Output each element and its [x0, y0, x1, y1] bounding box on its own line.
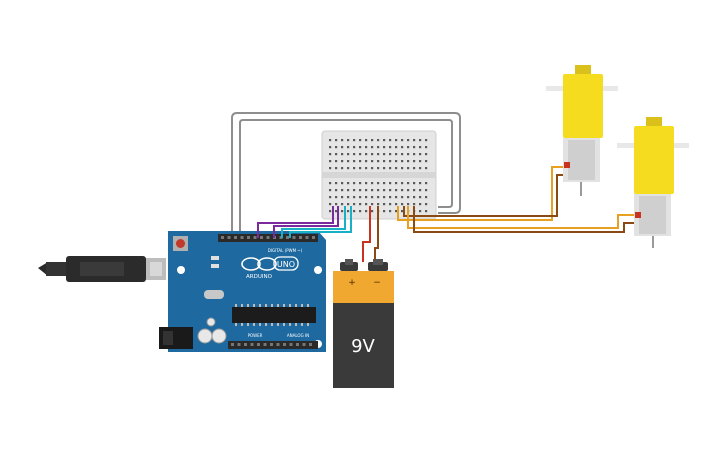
- digital-label: DIGITAL (PWM ~): [268, 248, 303, 253]
- dc-motor-1: [546, 65, 618, 196]
- dc-motor-2: [617, 117, 689, 248]
- reset-button-icon[interactable]: [173, 236, 188, 251]
- board-model: UNO: [277, 260, 295, 269]
- battery-label: 9V: [351, 336, 375, 357]
- usb-cable-icon[interactable]: [38, 256, 166, 282]
- power-label: POWER: [248, 333, 263, 338]
- signal-wires: [257, 206, 352, 238]
- battery-terminal-positive: [340, 262, 358, 271]
- power-jack-icon[interactable]: [159, 327, 193, 349]
- battery-wires: [362, 206, 379, 262]
- battery-plus-mark: +: [348, 278, 356, 288]
- arduino-logo: UNO ARDUINO: [241, 256, 299, 280]
- gray-wire-loop: [231, 112, 461, 238]
- analog-label: ANALOG IN: [287, 333, 309, 338]
- breadboard: [321, 130, 437, 220]
- microchip-icon: [232, 304, 316, 326]
- battery-minus-mark: −: [373, 278, 381, 288]
- motor-wires: [397, 166, 636, 233]
- board-brand: ARDUINO: [246, 274, 273, 280]
- breadboard-holes: [329, 139, 428, 213]
- arduino-uno-board: UNO ARDUINO DIGITAL (PWM ~) POWER ANALOG…: [159, 231, 326, 352]
- battery-9v: + − 9V: [333, 259, 394, 388]
- crystal: [204, 290, 224, 299]
